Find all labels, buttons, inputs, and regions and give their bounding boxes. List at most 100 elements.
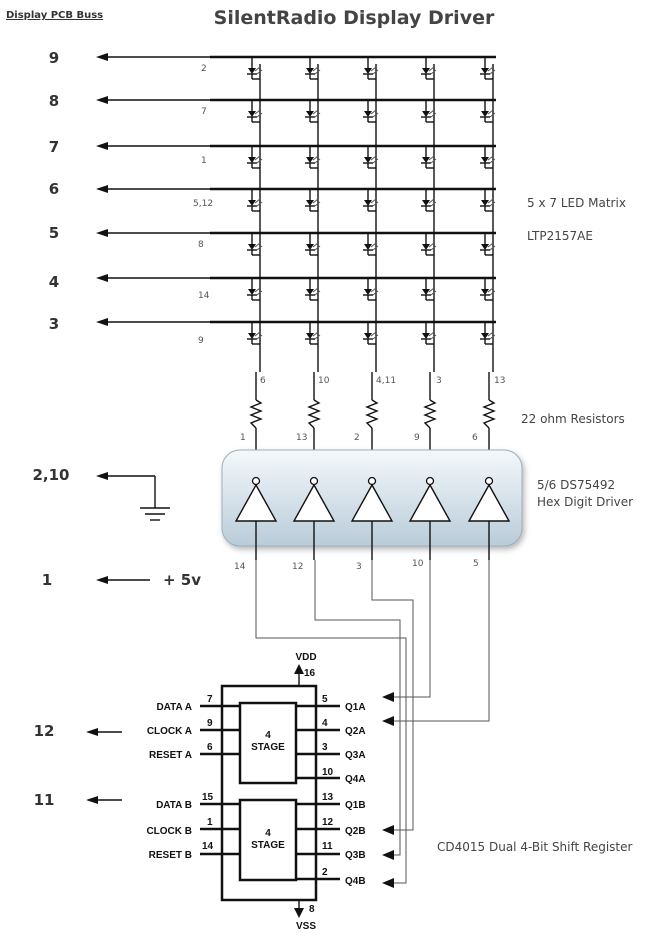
led-icon <box>247 146 263 169</box>
led-icon <box>305 189 321 212</box>
led-icon <box>363 278 379 301</box>
led-icon <box>247 233 263 256</box>
inverter-bubble <box>425 476 435 486</box>
column-pin-label: 6 <box>260 376 266 386</box>
ic-pin-number: 3 <box>322 742 328 753</box>
driver-label: 5/6 DS75492 <box>537 478 615 492</box>
row-pin-label: 7 <box>201 107 207 117</box>
bus-pin-label: 6 <box>49 180 59 198</box>
resistor-pin-label: 13 <box>296 433 307 443</box>
led-icon <box>363 146 379 169</box>
bus-arrow-head <box>96 142 108 150</box>
led-icon <box>363 57 379 80</box>
bus-arrow-head <box>96 96 108 104</box>
ic-pin-number: 13 <box>322 792 334 803</box>
driver-to-register-wiring <box>255 560 490 888</box>
ic-pin-number: 1 <box>207 817 213 828</box>
led-icon <box>480 189 496 212</box>
resistor-label: 22 ohm Resistors <box>521 412 625 426</box>
row-pin-label: 8 <box>198 240 204 250</box>
ic-pin-name: RESET B <box>149 850 192 861</box>
ic-pin-number: 5 <box>322 694 328 705</box>
bus-pin-label: 11 <box>34 791 55 809</box>
resistor-pin-label: 2 <box>354 433 360 443</box>
led-icon <box>305 146 321 169</box>
stage-label: STAGE <box>251 840 285 851</box>
led-icon <box>480 322 496 345</box>
resistor-pin-label: 1 <box>240 433 246 443</box>
stage-label: STAGE <box>251 742 285 753</box>
driver-pin-label: 3 <box>356 562 362 572</box>
inverter-bubble <box>251 476 261 486</box>
resistor-pin-label: 9 <box>414 433 420 443</box>
inverter-bubble <box>484 476 494 486</box>
led-icon <box>247 189 263 212</box>
led-icon <box>305 322 321 345</box>
led-icon <box>305 100 321 123</box>
ic-pin-name: Q4B <box>345 876 366 887</box>
driver-pin-label: 14 <box>234 562 246 572</box>
row-pin-label: 1 <box>201 156 207 166</box>
diagram-title: SilentRadio Display Driver <box>214 7 495 29</box>
bus-header: Display PCB Buss <box>6 10 103 21</box>
led-icon <box>421 100 437 123</box>
ic-pin-name: Q2B <box>345 826 366 837</box>
clock-arrow-head <box>86 796 98 804</box>
inverter-bubble <box>309 476 319 486</box>
led-icon <box>305 278 321 301</box>
vss-pin: 8 <box>309 904 315 915</box>
led-icon <box>421 189 437 212</box>
resistor-icon <box>482 399 496 429</box>
shift-register-label: CD4015 Dual 4-Bit Shift Register <box>437 840 633 854</box>
bus-pin-label: 4 <box>49 273 59 291</box>
resistor-icon <box>249 399 263 429</box>
led-icon <box>305 57 321 80</box>
ic-pin-name: RESET A <box>149 750 192 761</box>
power-arrow-head <box>96 576 108 584</box>
led-icon <box>421 278 437 301</box>
ground-arrow-head <box>96 472 108 480</box>
driver-pin-label: 5 <box>473 559 479 569</box>
resistor-icon <box>307 399 321 429</box>
plus-5v-label: + 5v <box>163 571 201 589</box>
resistor-icon <box>365 399 379 429</box>
driver-label: Hex Digit Driver <box>537 495 633 509</box>
led-icon <box>421 322 437 345</box>
ic-pin-name: CLOCK B <box>146 826 192 837</box>
vss-label: VSS <box>296 921 316 932</box>
led-icon <box>480 233 496 256</box>
vdd-pin: 16 <box>304 668 316 679</box>
row-pin-label: 14 <box>198 291 210 301</box>
led-icon <box>421 146 437 169</box>
bus-arrow-head <box>96 229 108 237</box>
ic-pin-name: Q3A <box>345 750 366 761</box>
resistor-icon <box>423 399 437 429</box>
row-pin-label: 9 <box>198 336 204 346</box>
bus-pin-label: 3 <box>49 315 59 333</box>
led-icon <box>247 57 263 80</box>
led-matrix <box>210 55 496 372</box>
led-icon <box>363 189 379 212</box>
vdd-label: VDD <box>295 652 316 663</box>
column-pin-label: 3 <box>436 376 442 386</box>
led-icon <box>480 278 496 301</box>
stage-label: 4 <box>265 730 271 741</box>
bus-arrow-head <box>96 274 108 282</box>
ic-pin-number: 6 <box>207 742 213 753</box>
ic-pin-name: Q3B <box>345 850 366 861</box>
ic-pin-number: 15 <box>202 792 214 803</box>
led-icon <box>247 100 263 123</box>
led-icon <box>305 233 321 256</box>
ic-pin-number: 11 <box>322 841 333 852</box>
ic-pin-number: 14 <box>202 841 214 852</box>
cd4015-chip: VDD 16 VSS 8 4 STAGE 4 STAGE DATA A CLOC… <box>146 652 365 932</box>
stage-label: 4 <box>265 828 271 839</box>
ic-pin-name: CLOCK A <box>147 726 192 737</box>
bus-arrow-head <box>96 53 108 61</box>
led-icon <box>247 322 263 345</box>
row-pin-label: 5,12 <box>193 199 213 209</box>
bus-pin-label: 1 <box>42 571 52 589</box>
led-icon <box>480 146 496 169</box>
inverter-bubble <box>367 476 377 486</box>
